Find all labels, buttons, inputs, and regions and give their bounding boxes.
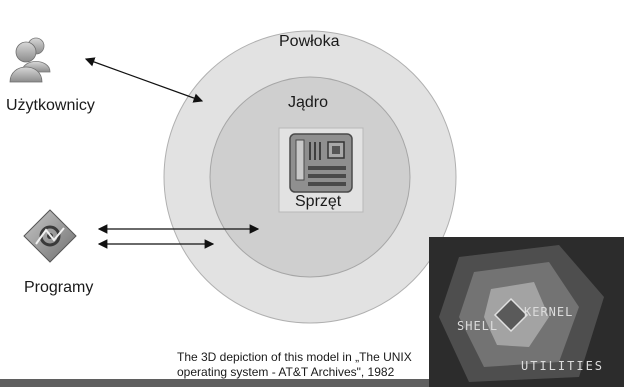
programs-label: Programy [24,279,94,296]
caption: The 3D depiction of this model in „The U… [177,350,412,380]
inset-kernel-label: KERNEL [524,305,574,319]
caption-line-1: The 3D depiction of this model in „The U… [177,350,412,364]
hardware-label: Sprzęt [295,193,342,210]
inset-shell-label: SHELL [457,319,499,333]
bottom-bar [0,379,624,387]
users-shell-arrow [84,57,204,103]
kernel-label: Jądro [288,94,329,111]
caption-line-2: operating system - AT&T Archives", 1982 [177,365,395,379]
users-label: Użytkownicy [6,97,95,114]
program-icon [23,209,77,263]
inset-utilities-label: UTILITIES [521,359,605,373]
unix-3d-model-image: SHELL KERNEL UTILITIES [429,237,624,387]
unix-3d-model-graphic [439,245,604,382]
shell-label: Powłoka [279,33,340,50]
users-icon [9,37,51,83]
motherboard-icon [289,133,353,193]
